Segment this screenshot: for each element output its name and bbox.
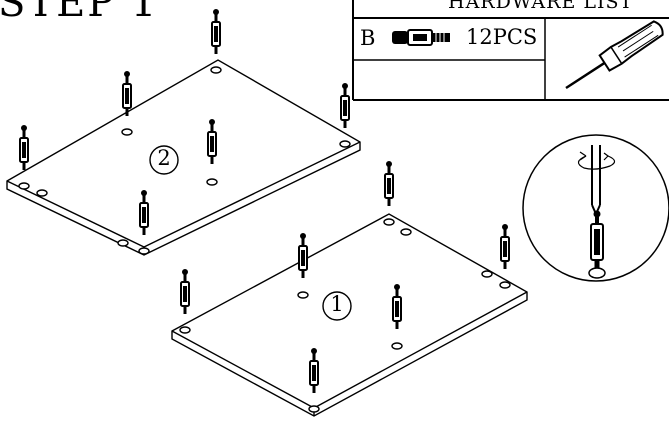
callout-label-1: 1 [330,292,344,316]
callout-label-2: 2 [157,146,171,170]
callout-circle-2 [149,145,179,175]
hardware-item-letter: B [360,26,376,50]
hardware-item-quantity: 12PCS [466,25,538,49]
step-title: STEP 1 [0,0,159,26]
panel-1 [171,213,528,417]
cam-bolt-icon [392,29,450,46]
rotation-arrow-icon [577,151,616,170]
hardware-list-table [352,0,669,101]
detail-circle [522,134,669,282]
screwdriver-icon [565,20,664,90]
hardware-list-title: HARDWARE LIST [448,0,634,13]
callout-circle-1 [322,291,352,321]
panel-2 [6,59,361,256]
